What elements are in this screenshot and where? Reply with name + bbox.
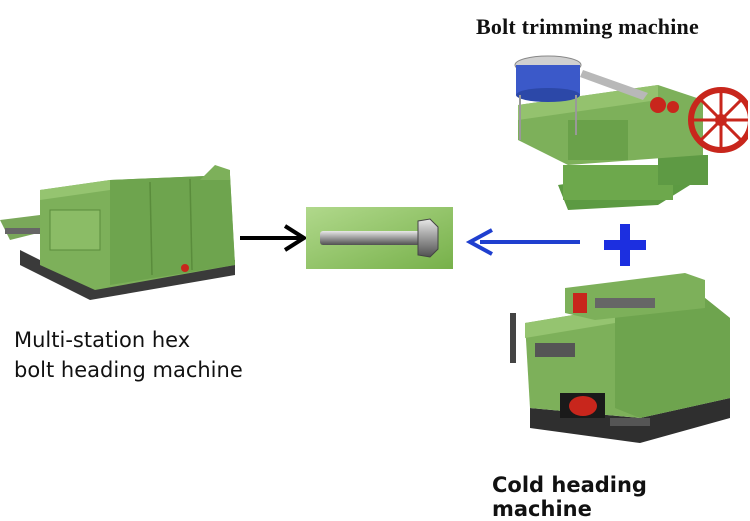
bolt-trimming-machine-image [514,55,748,210]
multi-label-line-1: Multi-station hex [14,328,191,352]
cold-heading-machine-label: Cold heading machine [492,473,647,521]
hex-bolt-product-image [306,207,453,269]
multi-station-hex-bolt-heading-machine-image [0,165,235,300]
blue-plus-icon [604,224,646,266]
bolt-trimming-machine-label: Bolt trimming machine [476,14,699,39]
cold-heading-machine-image [510,273,730,443]
blue-arrow-left [465,228,580,256]
multi-station-hex-bolt-heading-machine-label: Multi-station hex bolt heading machine [14,325,243,385]
multi-label-line-2: bolt heading machine [14,358,243,382]
black-arrow-right [240,224,308,252]
